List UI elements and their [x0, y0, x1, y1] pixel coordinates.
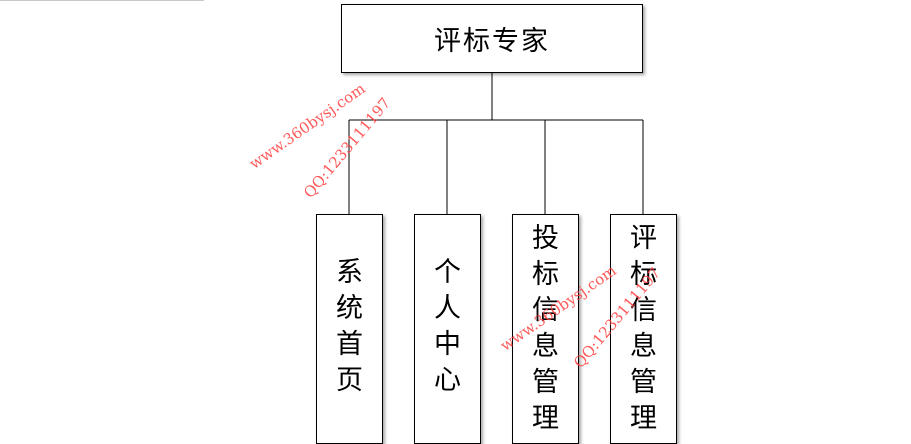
child-node-home-label: 系统首页 [336, 257, 363, 396]
top-rule [0, 0, 204, 1]
root-node: 评标专家 [341, 4, 643, 73]
connector-lines [348, 73, 644, 214]
child-node-personal-center: 个人中心 [414, 214, 481, 444]
root-node-label: 评标专家 [434, 26, 550, 57]
child-node-personal-center-label: 个人中心 [434, 257, 461, 396]
child-node-evaluation-info-label: 评标信息管理 [630, 223, 657, 434]
child-node-bid-info-label: 投标信息管理 [532, 223, 559, 434]
child-node-evaluation-info: 评标信息管理 [610, 214, 677, 444]
child-node-home: 系统首页 [316, 214, 383, 444]
child-node-bid-info: 投标信息管理 [512, 214, 579, 444]
